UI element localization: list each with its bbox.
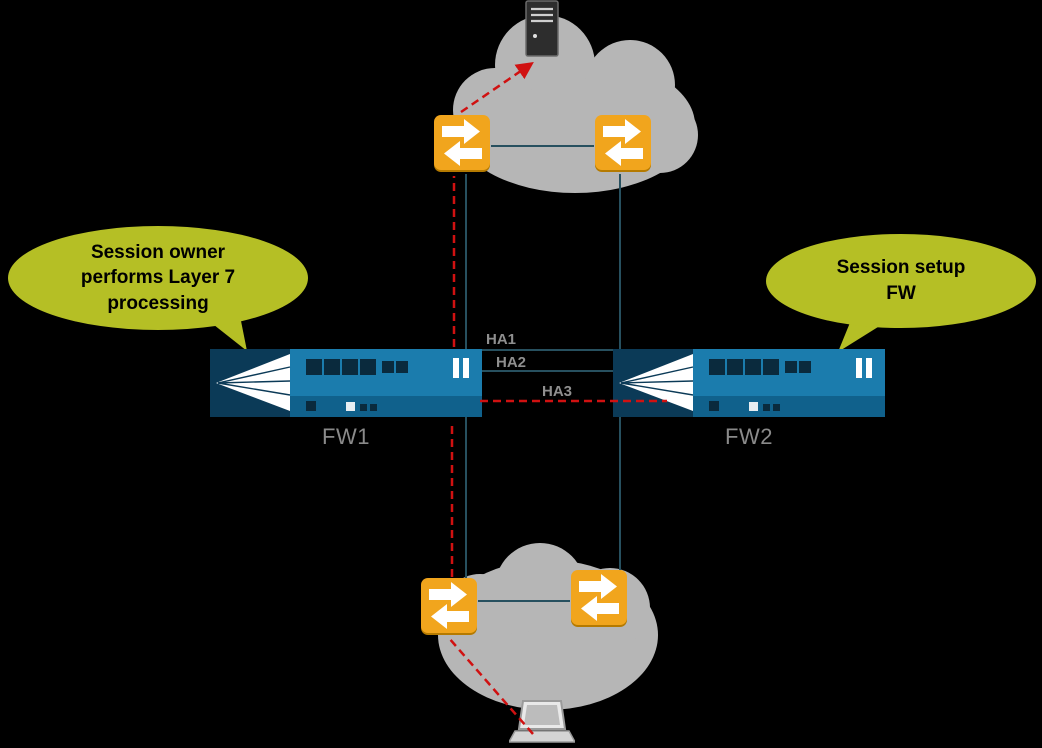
ha1-link-label: HA1 <box>486 331 517 348</box>
switch-top-left-icon <box>433 114 491 179</box>
ha3-link-label: HA3 <box>542 383 573 400</box>
switch-bottom-right-icon <box>570 569 628 634</box>
firewall-fw2-icon <box>613 349 885 422</box>
server-icon <box>524 0 560 63</box>
ha2-link-label: HA2 <box>496 354 527 371</box>
callout-session-owner: Session owner performs Layer 7 processin… <box>8 226 308 330</box>
switch-top-right-icon <box>594 114 652 179</box>
callout-session-setup: Session setup FW <box>766 234 1036 328</box>
network-links <box>465 145 621 602</box>
fw1-label: FW1 <box>322 424 370 449</box>
fw2-label: FW2 <box>725 424 773 449</box>
laptop-icon <box>507 699 577 748</box>
switch-bottom-left-icon <box>420 577 478 642</box>
firewall-fw1-icon <box>210 349 482 422</box>
